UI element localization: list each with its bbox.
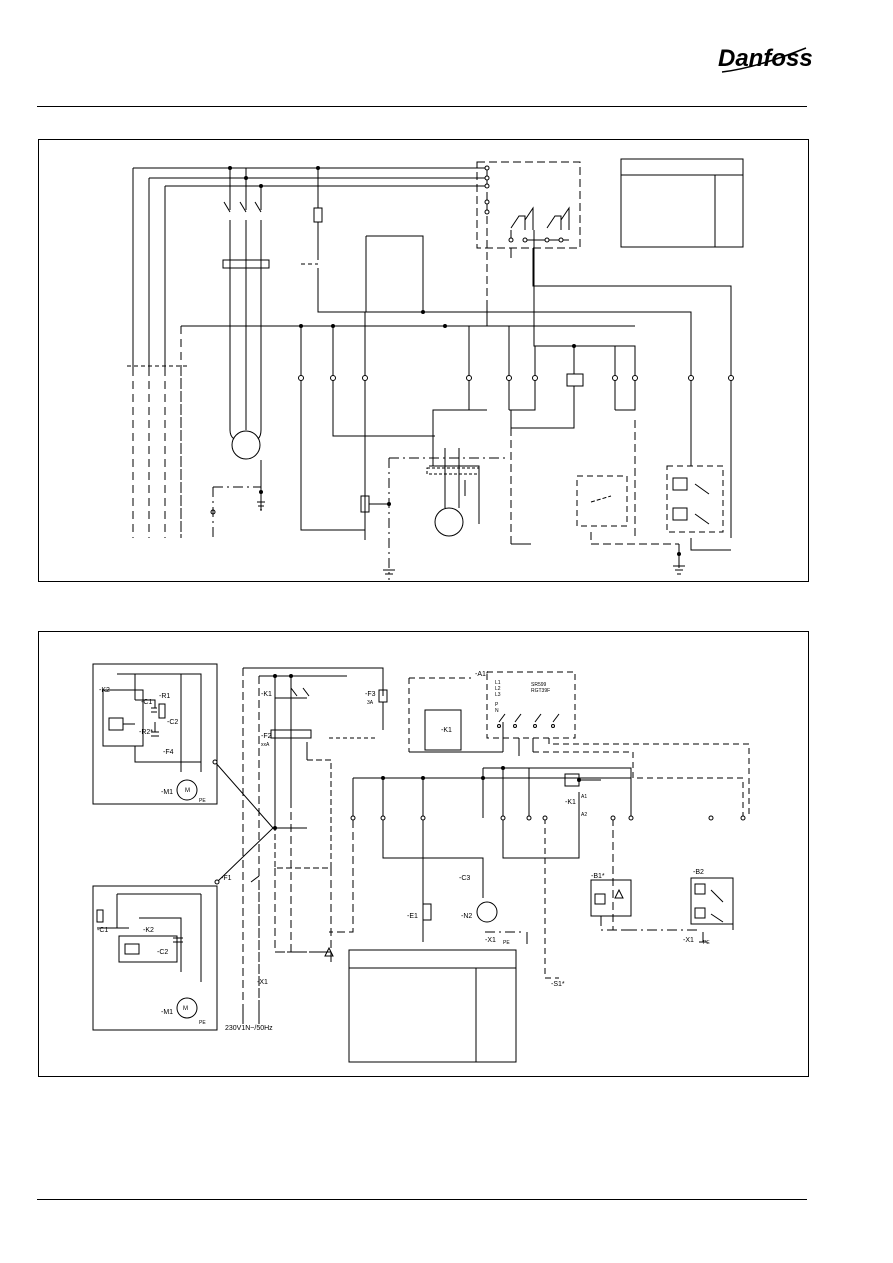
label-s1: -S1* — [551, 981, 565, 988]
wiring-diagram-2: -K2 -R1 -C1 -C2 -R2* -F4 -M1 -C1 -K2 -C2… — [92, 663, 750, 1063]
label-supply: 230V1N~/50Hz — [225, 1025, 273, 1032]
label-a1-l2: L2 — [495, 686, 501, 692]
label-m1-b: -M1 — [161, 1009, 173, 1016]
logo-text: Danfoss — [718, 45, 812, 72]
danfoss-logo: Danfoss — [716, 40, 813, 76]
label-b2: -B2 — [693, 869, 704, 876]
label-a1-model2: RGT39F — [531, 688, 550, 694]
label-motor-m-b: M — [183, 1006, 188, 1012]
label-x1-b: -X1 — [683, 937, 694, 944]
header-rule — [37, 106, 807, 107]
label-a1-l3: L3 — [495, 692, 501, 698]
label-k1: -K1 — [261, 691, 272, 698]
label-pe-3: PE — [503, 940, 510, 946]
label-e1: -E1 — [407, 913, 418, 920]
label-f1: -F1 — [221, 875, 232, 882]
footer-rule — [37, 1199, 807, 1200]
label-a1-model1: SR599 — [531, 682, 547, 688]
label-k2-b: -K2 — [143, 927, 154, 934]
label-a2-terminal: A2 — [581, 812, 587, 818]
label-f4: -F4 — [163, 749, 174, 756]
label-pe-2: PE — [199, 1020, 206, 1026]
label-c2-b: -C2 — [157, 949, 168, 956]
label-a1: -A1* — [475, 671, 489, 678]
label-c2: -C2 — [167, 719, 178, 726]
wiring-diagram-1 — [127, 158, 744, 580]
label-a1-l1: L1 — [495, 680, 501, 686]
label-f3: -F3 — [365, 691, 376, 698]
label-r2: -R2* — [139, 729, 153, 736]
label-c1-b: -C1 — [97, 927, 108, 934]
label-pe-4: PE — [703, 940, 710, 946]
label-m1: -M1 — [161, 789, 173, 796]
label-c3: -C3 — [459, 875, 470, 882]
label-a1-n: N — [495, 708, 499, 714]
label-f2: -F2 — [261, 733, 272, 740]
label-x1-a: -X1 — [485, 937, 496, 944]
label-b1: -B1* — [591, 873, 605, 880]
wiring-diagram-panel-2: -K2 -R1 -C1 -C2 -R2* -F4 -M1 -C1 -K2 -C2… — [38, 631, 809, 1077]
label-r1: -R1 — [159, 693, 170, 700]
label-a1-p: P — [495, 702, 499, 708]
wiring-diagram-panel-1 — [38, 139, 809, 582]
label-n2: -N2 — [461, 913, 472, 920]
label-pe-1: PE — [199, 798, 206, 804]
label-x1-c: -X1 — [257, 979, 268, 986]
label-k2: -K2 — [99, 687, 110, 694]
danfoss-logo-mark: Danfoss — [718, 45, 813, 73]
label-motor-m: M — [185, 788, 190, 794]
label-f3-rating: 3A — [367, 700, 374, 706]
label-k1-coil: -K1 — [441, 727, 452, 734]
label-a1-terminal: A1 — [581, 794, 587, 800]
label-k1-b: -K1 — [565, 799, 576, 806]
label-f2-rating: xxA — [261, 742, 270, 748]
label-c1: -C1 — [141, 699, 152, 706]
